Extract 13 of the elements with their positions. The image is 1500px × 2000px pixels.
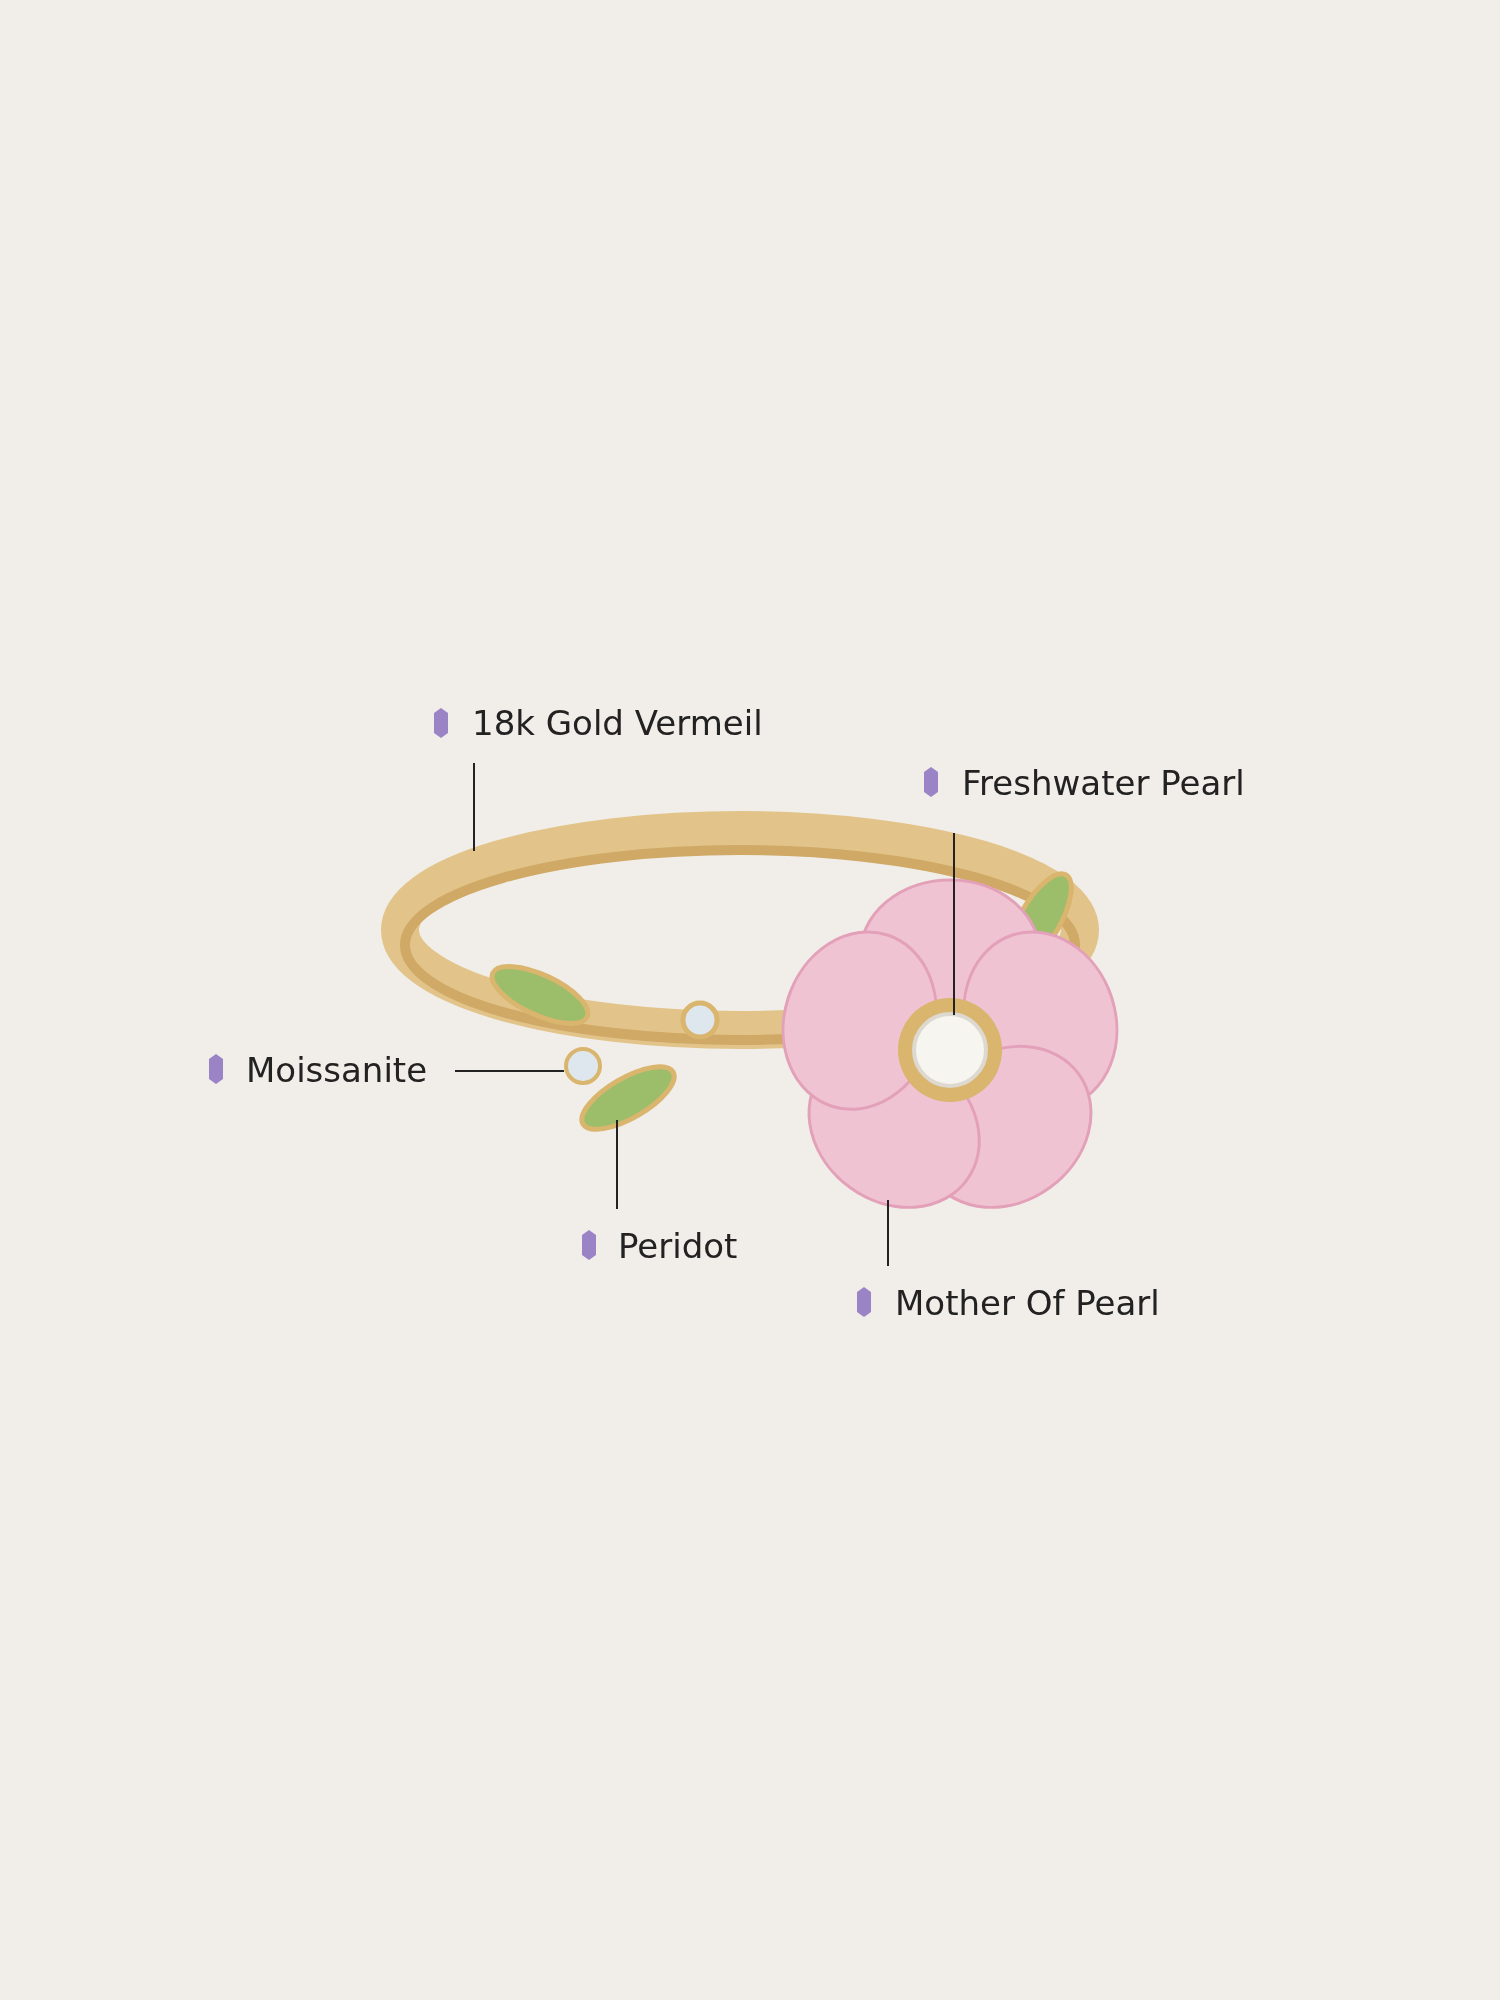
- leader-line: [616, 1119, 618, 1210]
- leader-line: [473, 762, 475, 852]
- callout-label: Peridot: [618, 1226, 738, 1266]
- leader-line: [953, 832, 955, 1016]
- leader-line: [454, 1070, 565, 1072]
- leader-line: [887, 1199, 889, 1267]
- callout-label: Freshwater Pearl: [962, 763, 1245, 803]
- callout-label: Mother Of Pearl: [895, 1283, 1160, 1323]
- gem: [564, 1047, 602, 1085]
- flower-drawing: [781, 878, 1119, 1209]
- leaf: [579, 1064, 677, 1132]
- callout-label: Moissanite: [246, 1050, 428, 1090]
- callout-label: 18k Gold Vermeil: [472, 703, 763, 743]
